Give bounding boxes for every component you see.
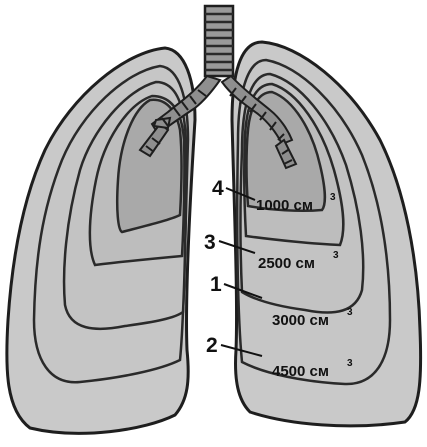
label-unit-power-1: 3	[347, 307, 353, 318]
trachea	[205, 6, 233, 76]
label-volume-2: 4500 см	[272, 363, 329, 380]
label-unit-power-3: 3	[333, 250, 339, 261]
label-unit-power-2: 3	[347, 358, 353, 369]
label-number-4: 4	[212, 177, 224, 200]
label-number-3: 3	[204, 231, 216, 254]
label-volume-3: 2500 см	[258, 255, 315, 272]
label-number-1: 1	[210, 273, 222, 296]
label-volume-1: 3000 см	[272, 312, 329, 329]
label-number-2: 2	[206, 334, 218, 357]
label-unit-power-4: 3	[330, 192, 336, 203]
label-volume-4: 1000 см	[256, 197, 313, 214]
